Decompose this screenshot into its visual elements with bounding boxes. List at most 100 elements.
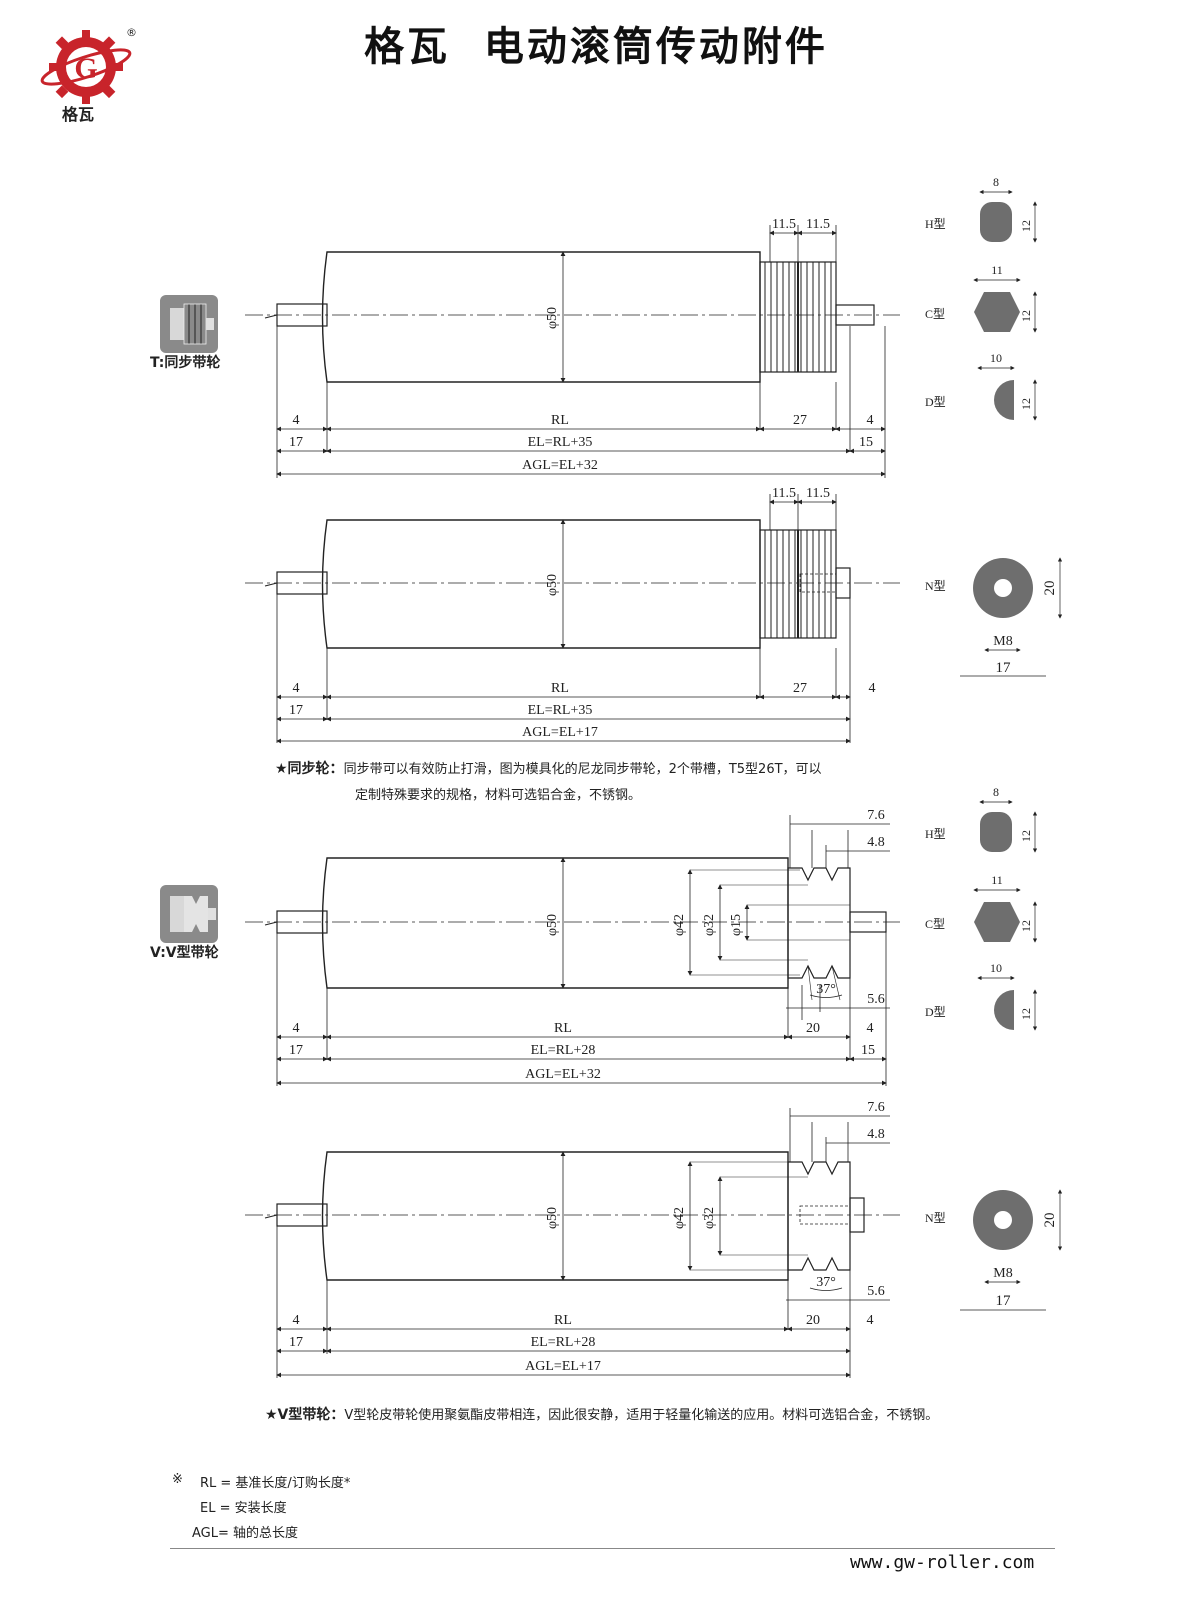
dim-w48: 4.8 xyxy=(867,835,885,850)
dim-27-2: 27 xyxy=(793,681,807,696)
gear-logo-icon xyxy=(40,30,132,104)
dim-4-right: 4 xyxy=(867,413,874,428)
shaft-profiles-top xyxy=(960,189,1063,677)
dim-rl-4: RL xyxy=(554,1313,572,1328)
shaft-h-w-2: 8 xyxy=(993,785,999,799)
dim-w76: 7.6 xyxy=(867,808,885,823)
registered-mark: ® xyxy=(126,26,137,39)
dim-4-left-2: 4 xyxy=(293,681,300,696)
shaft-d-w-2: 10 xyxy=(990,961,1002,975)
shaft-c-w: 11 xyxy=(991,263,1003,277)
shaft-c-h: 12 xyxy=(1019,310,1033,322)
dim-4-left-3: 4 xyxy=(293,1021,300,1036)
legend-el: EL = 安装长度 xyxy=(200,1501,287,1516)
dim-w115-d: 11.5 xyxy=(806,486,830,501)
vbelt-thumb-label: V:V型带轮 xyxy=(150,945,219,961)
timing-pulley-thumbnail xyxy=(160,295,218,353)
shaft-n-h-2: 20 xyxy=(1042,1213,1058,1228)
dim-d32-4: φ32 xyxy=(702,1207,717,1229)
dim-el-4: EL=RL+28 xyxy=(531,1335,596,1350)
legend-agl: AGL= 轴的总长度 xyxy=(192,1526,299,1541)
drawing-timing-double-shaft xyxy=(245,251,900,383)
dim-27: 27 xyxy=(793,413,807,428)
dim-agl-4: AGL=EL+17 xyxy=(525,1359,601,1374)
shaft-n-h: 20 xyxy=(1042,581,1058,596)
logo-text: 格瓦 xyxy=(62,105,94,124)
dim-angle: 37° xyxy=(816,982,836,997)
shaft-h-label: H型 xyxy=(925,217,946,231)
drawing-vbelt-double-shaft xyxy=(245,857,900,1001)
dim-d50-2: φ50 xyxy=(545,574,560,596)
dim-el-3: EL=RL+28 xyxy=(531,1043,596,1058)
shaft-h-h-2: 12 xyxy=(1019,830,1033,842)
timing-note-line2: 定制特殊要求的规格，材料可选铝合金，不锈钢。 xyxy=(355,788,642,803)
vbelt-note-line1: V型轮皮带轮使用聚氨酯皮带相连，因此很安静，适用于轻量化输送的应用。材料可选铝合… xyxy=(344,1408,939,1423)
dim-4-right-3: 4 xyxy=(867,1021,874,1036)
dim-el: EL=RL+35 xyxy=(528,435,593,450)
legend-mark: ※ xyxy=(172,1472,183,1487)
dim-d15: φ15 xyxy=(729,914,744,936)
dim-agl-3: AGL=EL+32 xyxy=(525,1067,601,1082)
dim-w56-4: 5.6 xyxy=(867,1284,885,1299)
shaft-n-thread: M8 xyxy=(993,634,1012,649)
dim-d42: φ42 xyxy=(672,914,687,936)
dim-17-3: 17 xyxy=(289,1043,303,1058)
timing-note: ★同步轮：同步带可以有效防止打滑，图为模具化的尼龙同步带轮，2个带槽，T5型26… xyxy=(275,758,875,778)
dim-d50: φ50 xyxy=(545,307,560,329)
dim-20: 20 xyxy=(806,1021,820,1036)
vbelt-note: ★V型带轮：V型轮皮带轮使用聚氨酯皮带相连，因此很安静，适用于轻量化输送的应用。… xyxy=(265,1404,1005,1424)
dim-rl: RL xyxy=(551,413,569,428)
dim-15-3: 15 xyxy=(861,1043,875,1058)
shaft-h-w: 8 xyxy=(993,175,999,189)
dim-4-left: 4 xyxy=(293,413,300,428)
dim-d42-4: φ42 xyxy=(672,1207,687,1229)
timing-thumb-label: T:同步带轮 xyxy=(150,355,221,371)
dim-17-2: 17 xyxy=(289,703,303,718)
timing-note-lead: ★同步轮： xyxy=(275,761,344,777)
dim-rl-2: RL xyxy=(551,681,569,696)
drawing-vbelt-n-type xyxy=(245,1151,900,1291)
shaft-n-label: N型 xyxy=(925,579,946,593)
shaft-d-label-2: D型 xyxy=(925,1005,946,1019)
dim-20-4: 20 xyxy=(806,1313,820,1328)
shaft-c-w-2: 11 xyxy=(991,873,1003,887)
shaft-n-thread-2: M8 xyxy=(993,1266,1012,1281)
shaft-n-label-2: N型 xyxy=(925,1211,946,1225)
dim-agl-2: AGL=EL+17 xyxy=(522,725,598,740)
dim-w48-4: 4.8 xyxy=(867,1127,885,1142)
shaft-profiles-bottom xyxy=(960,799,1063,1311)
dim-4-right-4: 4 xyxy=(867,1313,874,1328)
legend-rl: RL = 基准长度/订购长度* xyxy=(200,1476,351,1491)
shaft-d-h: 12 xyxy=(1019,398,1033,410)
dim-4-right-2: 4 xyxy=(869,681,876,696)
shaft-n-w: 17 xyxy=(996,660,1012,676)
dim-d50-4: φ50 xyxy=(545,1207,560,1229)
shaft-c-h-2: 12 xyxy=(1019,920,1033,932)
dim-w115-b: 11.5 xyxy=(806,217,830,232)
shaft-h-label-2: H型 xyxy=(925,827,946,841)
brand-logo: G ® 格瓦 xyxy=(40,26,137,124)
vbelt-note-lead: ★V型带轮： xyxy=(265,1407,345,1423)
logo-letter: G xyxy=(74,52,97,85)
dim-17-4: 17 xyxy=(289,1335,303,1350)
dim-17: 17 xyxy=(289,435,303,450)
shaft-c-label-2: C型 xyxy=(925,917,945,931)
website-url[interactable]: www.gw-roller.com xyxy=(850,1552,1035,1573)
shaft-d-w: 10 xyxy=(990,351,1002,365)
dim-4-left-4: 4 xyxy=(293,1313,300,1328)
dim-agl: AGL=EL+32 xyxy=(522,458,598,473)
dim-angle-4: 37° xyxy=(816,1275,836,1290)
dim-el-2: EL=RL+35 xyxy=(528,703,593,718)
footer-divider xyxy=(170,1548,1055,1549)
shaft-d-label: D型 xyxy=(925,395,946,409)
shaft-c-label: C型 xyxy=(925,307,945,321)
shaft-n-w-2: 17 xyxy=(996,1293,1012,1309)
dim-d32: φ32 xyxy=(702,914,717,936)
dim-w76-4: 7.6 xyxy=(867,1100,885,1115)
vbelt-pulley-thumbnail xyxy=(160,885,218,943)
dim-w115-a: 11.5 xyxy=(772,217,796,232)
shaft-h-h: 12 xyxy=(1019,220,1033,232)
dim-15: 15 xyxy=(859,435,873,450)
shaft-d-h-2: 12 xyxy=(1019,1008,1033,1020)
